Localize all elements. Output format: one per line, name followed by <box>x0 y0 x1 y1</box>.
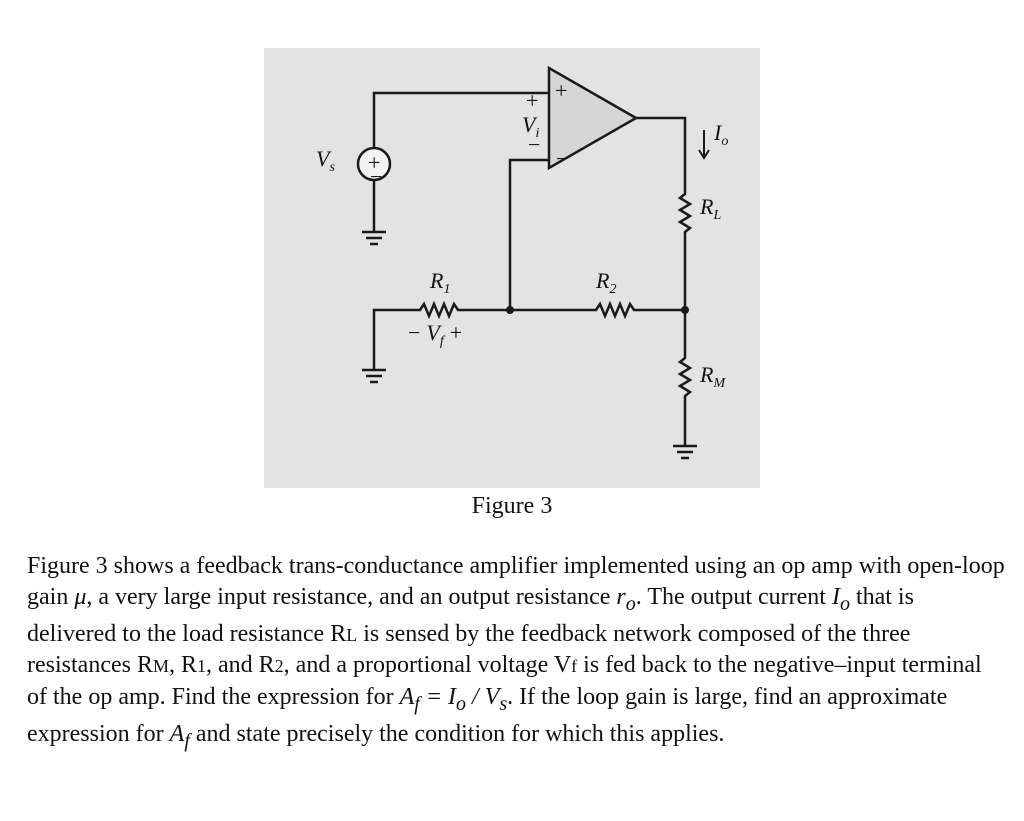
output-wire <box>636 116 687 186</box>
r1-label: R1 <box>429 268 450 297</box>
r2-label: R2 <box>595 268 616 297</box>
noninverting-input-wire <box>372 91 549 148</box>
rl-label: RL <box>699 194 721 223</box>
rm-label: RM <box>699 362 726 391</box>
vi-plus-sign: + <box>526 88 538 113</box>
voltage-source-symbol <box>356 146 392 182</box>
io-label: Io <box>713 120 728 149</box>
junction-dot <box>681 306 689 314</box>
junction-dot <box>506 306 514 314</box>
figure-caption: Figure 3 <box>471 493 553 519</box>
figure-background <box>264 48 760 488</box>
circuit-diagram: + − Vs + − + Vi − Io RL RM R1 R2 −Vf+ <box>264 48 760 488</box>
rl-resistor <box>677 186 693 310</box>
vs-label: Vs <box>316 146 335 175</box>
opamp-minus-terminal: − <box>556 146 568 171</box>
ground-symbols <box>362 230 697 460</box>
r2-resistor <box>510 300 685 320</box>
vs-plus-sign: + <box>368 150 380 175</box>
vi-label: Vi <box>522 112 539 141</box>
current-arrow <box>698 130 710 160</box>
rm-resistor <box>677 310 693 446</box>
problem-statement: Figure 3 shows a feedback trans-conducta… <box>27 553 1005 752</box>
circuit-wires <box>372 65 693 446</box>
opamp-plus-terminal: + <box>555 78 567 103</box>
inverting-input-wire <box>508 158 549 310</box>
circuit-figure: + − Vs + − + Vi − Io RL RM R1 R2 −Vf+ <box>264 48 760 488</box>
vi-minus-sign: − <box>528 132 540 157</box>
vf-label: −Vf+ <box>408 320 462 349</box>
op-amp-symbol <box>547 65 639 171</box>
r1-resistor <box>372 300 510 370</box>
vs-minus-sign: − <box>370 164 382 189</box>
